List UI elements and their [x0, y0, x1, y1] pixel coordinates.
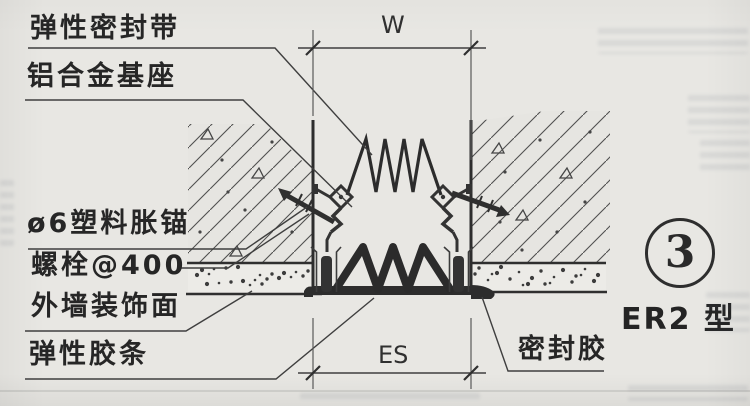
sealant-bead: [304, 285, 495, 299]
elastic-rubber-strip: [313, 243, 477, 295]
aluminum-base-bracket-left: [312, 183, 355, 252]
detail-number-bubble: 3: [645, 218, 715, 288]
anchor-bolt-left: [278, 188, 336, 225]
anchor-bolt-right: [451, 190, 510, 217]
callout-sealant: 密封胶: [518, 334, 608, 365]
callout-elastic-seal-band: 弹性密封带: [30, 13, 180, 44]
dimension-w: [298, 30, 486, 160]
stipple-texture: [194, 264, 601, 287]
callout-bolt-spacing: 螺栓@400: [31, 250, 187, 281]
callout-elastic-rubber-strip: 弹性胶条: [29, 339, 149, 370]
page-fold-line: [0, 390, 750, 392]
detail-number: 3: [664, 227, 696, 278]
dimension-es: [298, 318, 486, 389]
aluminum-edge-channels: [310, 246, 474, 292]
elastic-seal-band-spring: [345, 132, 443, 196]
right-wall-finish-band: [471, 264, 606, 292]
callout-wall-finish: 外墙装饰面: [31, 291, 181, 322]
dim-label-w: W: [381, 11, 405, 39]
callout-aluminum-base: 铝合金基座: [27, 61, 177, 92]
left-wall-section: [188, 124, 313, 263]
dim-label-es: ES: [378, 341, 409, 369]
callout-plastic-anchor: ø6塑料胀锚: [27, 208, 191, 239]
joint-type-label: ER2 型: [621, 302, 736, 337]
leader-lines: [25, 47, 604, 380]
right-wall-section: [471, 111, 610, 263]
concrete-aggregate-symbols: [198, 127, 592, 257]
